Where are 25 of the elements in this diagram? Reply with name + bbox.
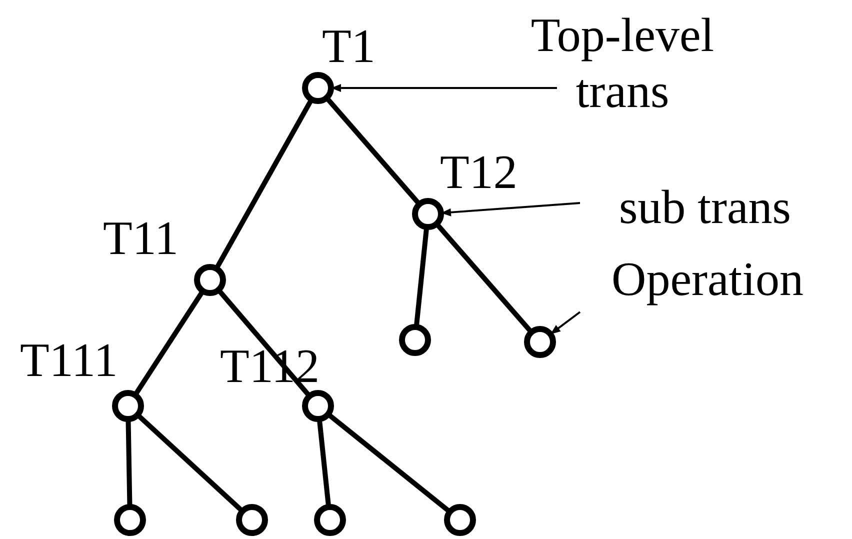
- tree-node-circle: [399, 324, 431, 356]
- node-label: T12: [440, 148, 518, 198]
- tree-branch-line: [434, 222, 534, 334]
- tree-node-circle: [112, 390, 144, 422]
- tree-node-circle: [314, 504, 346, 536]
- leader-arrow: [550, 311, 581, 335]
- tree-branch-line: [136, 412, 244, 514]
- tree-node-circle: [114, 504, 146, 536]
- tree-node-circle: [444, 504, 476, 536]
- callout-text: Operation: [580, 252, 835, 308]
- tree-node-circle: [524, 326, 556, 358]
- tree-node-circle: [412, 198, 444, 230]
- tree-node-circle: [236, 504, 268, 536]
- node-label: T1: [322, 22, 376, 72]
- tree-node-circle: [302, 390, 334, 422]
- tree-branch-line: [326, 412, 452, 514]
- tree-branch-line: [324, 96, 422, 206]
- node-label: T11: [103, 214, 179, 264]
- tree-node-circle: [194, 264, 226, 296]
- callout-text: Top-level trans: [495, 8, 750, 120]
- tree-branch-line: [214, 98, 314, 270]
- callout-text: sub trans: [585, 180, 825, 236]
- tree-branch-line: [133, 290, 205, 396]
- tree-node-circle: [302, 72, 334, 104]
- node-label: T111: [20, 336, 118, 386]
